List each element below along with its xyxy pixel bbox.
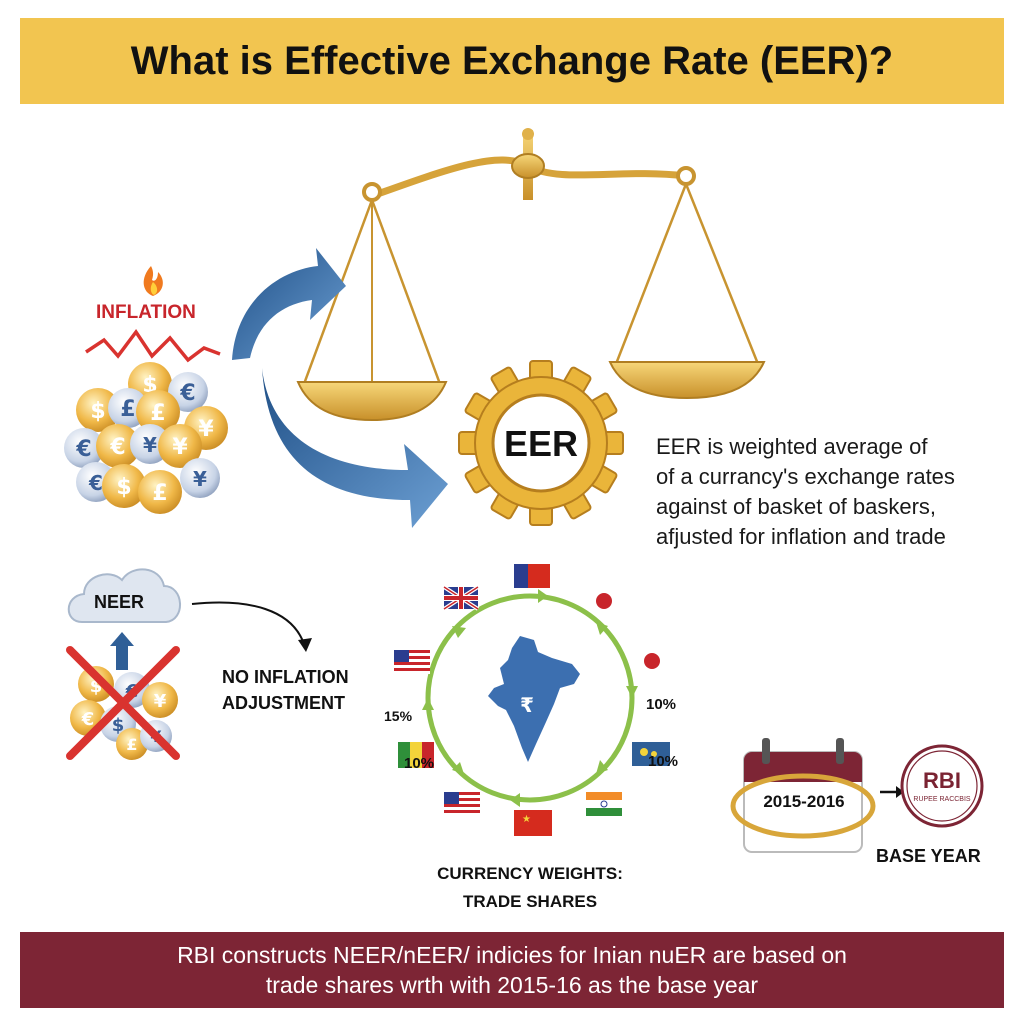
footer-banner: RBI constructs NEER/nEER/ indicies for I… (20, 932, 1004, 1008)
coins-icon: $ € $ £ £ ¥ € € ¥ ¥ € $ £ ¥ (64, 362, 228, 514)
footer-line: RBI constructs NEER/nEER/ indicies for I… (177, 942, 847, 968)
flag-japan-2-icon (644, 653, 660, 669)
weight-lower-left-label: 10% (404, 755, 434, 772)
trade-cycle (422, 589, 638, 807)
flag-japan-icon (596, 593, 612, 609)
svg-text:¥: ¥ (172, 435, 188, 460)
description-line: of a currancy's exchange rates (656, 464, 955, 489)
svg-text:€: € (179, 381, 195, 406)
eer-label: EER (504, 423, 578, 464)
gear-icon: EER (458, 360, 624, 526)
svg-text:¥: ¥ (193, 467, 207, 491)
svg-text:€: € (88, 471, 103, 495)
inflation-trend-line (85, 328, 221, 363)
no-inflation-line: NO INFLATION (222, 667, 349, 687)
currency-weights-line: CURRENCY WEIGHTS: (437, 864, 623, 883)
svg-text:€: € (81, 709, 95, 730)
fire-icon (143, 266, 163, 296)
flow-arrows (232, 248, 448, 528)
svg-text:₹: ₹ (520, 693, 534, 717)
weight-right-label: 10% (646, 696, 676, 713)
svg-text:¥: ¥ (198, 417, 214, 442)
scale-icon (296, 128, 766, 422)
svg-text:£: £ (126, 735, 137, 754)
base-year-label: BASE YEAR (876, 846, 981, 866)
svg-text:€: € (75, 437, 91, 462)
svg-text:$: $ (112, 715, 125, 736)
currency-weights-caption: CURRENCY WEIGHTS: TRADE SHARES (380, 860, 680, 916)
flag-usa-2-icon (444, 792, 480, 816)
page-title: What is Effective Exchange Rate (EER)? (130, 39, 894, 83)
neer-to-text-arrow (191, 601, 305, 645)
flag-senegal-icon (398, 742, 434, 768)
rbi-logo-text: RBI (923, 768, 961, 793)
rbi-logo-subtext: RUPEE RACCBIS (913, 796, 971, 803)
calendar-icon (730, 738, 876, 853)
svg-text:★: ★ (522, 814, 531, 825)
svg-text:£: £ (120, 397, 135, 422)
description-line: EER is weighted average of (656, 434, 928, 459)
cloud-icon (67, 568, 181, 623)
svg-text:¥: ¥ (154, 691, 167, 712)
svg-text:$: $ (116, 475, 131, 500)
svg-text:$: $ (90, 399, 105, 424)
footer-text: RBI constructs NEER/nEER/ indicies for I… (20, 940, 1004, 1000)
no-inflation-adjustment: NO INFLATION ADJUSTMENT (222, 664, 349, 716)
crossed-coins-icon: $ € ¥ € $ £ ¥ (66, 632, 180, 760)
flag-uk-icon (442, 585, 480, 611)
flag-china-icon: ★ (514, 810, 552, 836)
weight-left-label: 15% (384, 708, 413, 724)
rbi-logo-icon (900, 744, 984, 828)
neer-label: NEER (94, 592, 145, 612)
description-line: against of basket of baskers, (656, 494, 937, 519)
description-line: afjusted for inflation and trade (656, 524, 946, 549)
title-banner: What is Effective Exchange Rate (EER)? (20, 18, 1004, 104)
currency-weights-line: TRADE SHARES (462, 892, 598, 911)
flag-russia-icon (514, 564, 550, 588)
svg-text:¥: ¥ (143, 433, 157, 457)
footer-line: trade shares wrth with 2015-16 as the ba… (265, 972, 759, 998)
no-inflation-line: ADJUSTMENT (222, 693, 346, 713)
weight-lower-right-label: 10% (648, 753, 678, 770)
svg-text:£: £ (150, 401, 165, 426)
svg-text:€: € (109, 435, 125, 460)
flag-india-icon (586, 792, 622, 816)
eer-description: EER is weighted average of of a currancy… (656, 432, 1016, 552)
flag-eu-icon (632, 742, 670, 766)
calendar-years: 2015-2016 (763, 792, 845, 811)
svg-text:£: £ (152, 481, 167, 506)
flag-usa-icon (394, 650, 430, 674)
india-map-icon: ₹ (488, 636, 580, 762)
inflation-label: INFLATION (96, 302, 196, 323)
